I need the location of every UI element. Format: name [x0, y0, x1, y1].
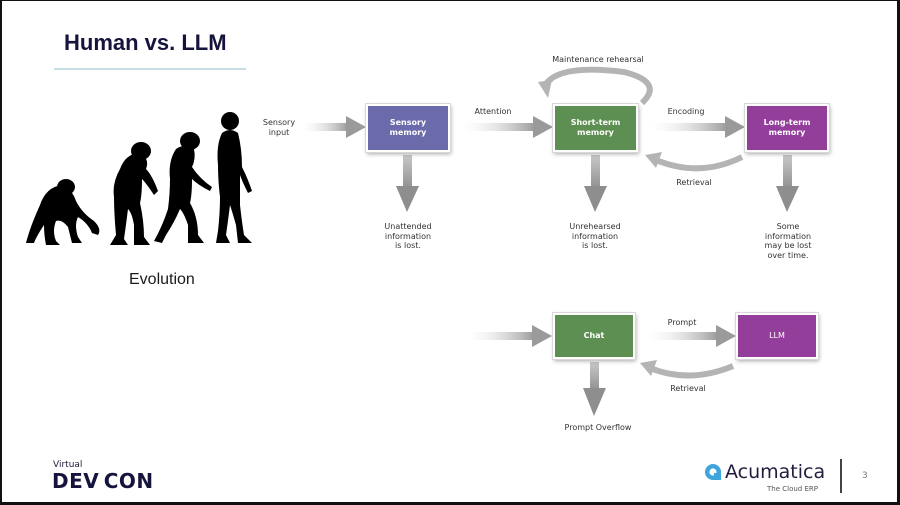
page-number: 3: [862, 471, 868, 481]
ape-figure-icon: [26, 179, 100, 245]
title-underline: [54, 68, 246, 70]
footer-divider: [840, 459, 842, 493]
arrow-chat-input: [462, 325, 552, 347]
chat-box: Chat: [553, 313, 635, 359]
evolution-silhouette-icon: [26, 112, 252, 245]
arrow-prompt: [642, 325, 736, 347]
encoding-label: Encoding: [667, 107, 705, 116]
long-term-memory-label: Long-term memory: [763, 118, 811, 137]
slide-title: Human vs. LLM: [64, 30, 227, 55]
human-figure-icon: [216, 112, 252, 243]
event-logo-devcon: DEV CON: [52, 469, 154, 493]
prompt-overflow-label: Prompt Overflow: [564, 423, 632, 432]
sensory-input-label: Sensory input: [262, 118, 296, 137]
arrow-maintenance-rehearsal: [538, 66, 653, 106]
hominid-figure-icon: [154, 132, 212, 243]
loss-label-sensory: Unattended information is lost.: [384, 222, 432, 251]
acumatica-logo-icon: [705, 464, 721, 480]
arrow-down-short-term: [584, 155, 607, 212]
loss-label-short-term: Unrehearsed information is lost.: [569, 222, 621, 251]
arrow-sensory-input: [298, 116, 366, 138]
retrieval-label-human: Retrieval: [676, 178, 712, 187]
loss-label-long-term: Some information may be lost over time.: [764, 222, 812, 260]
arrow-down-chat: [583, 362, 606, 416]
chat-label: Chat: [583, 331, 605, 341]
maintenance-rehearsal-label: Maintenance rehearsal: [552, 55, 644, 64]
brand-name: Acumatica: [725, 461, 826, 483]
arrow-encoding: [645, 116, 745, 138]
evolution-label: Evolution: [129, 271, 195, 288]
arrow-retrieval-llm: [640, 360, 735, 379]
llm-box: LLM: [736, 313, 818, 359]
event-label-virtual: Virtual: [53, 460, 83, 470]
attention-label: Attention: [474, 107, 512, 116]
arrow-down-sensory: [396, 155, 419, 212]
arrow-retrieval-human: [645, 152, 744, 172]
early-hominid-figure-icon: [110, 142, 158, 245]
brand-tagline: The Cloud ERP: [767, 485, 818, 493]
prompt-label: Prompt: [667, 318, 697, 327]
short-term-memory-box: Short-term memory: [553, 104, 638, 152]
short-term-memory-label: Short-term memory: [570, 118, 621, 137]
arrow-attention: [455, 116, 553, 138]
retrieval-label-llm: Retrieval: [670, 384, 706, 393]
sensory-memory-label: Sensory memory: [389, 118, 427, 137]
sensory-memory-box: Sensory memory: [366, 104, 450, 152]
long-term-memory-box: Long-term memory: [745, 104, 829, 152]
arrow-down-long-term: [776, 155, 799, 212]
llm-label: LLM: [769, 331, 785, 341]
